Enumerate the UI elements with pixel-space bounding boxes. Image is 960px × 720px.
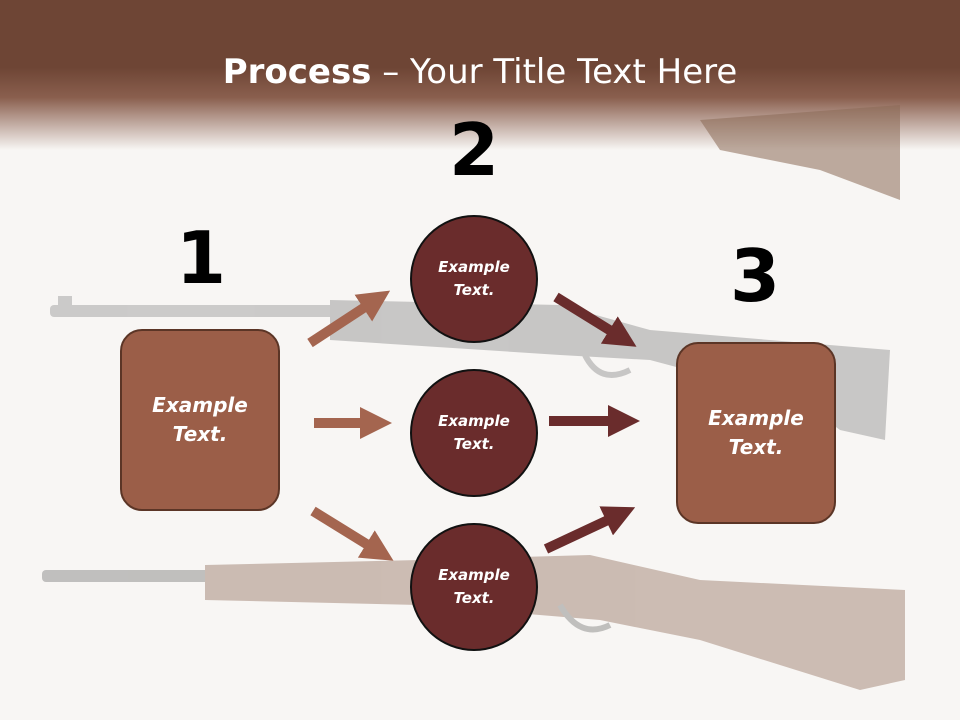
page-title: Process – Your Title Text Here [0,52,960,92]
title-bold: Process [222,52,372,92]
step-number-2: 2 [449,108,500,192]
arrow-top-to-right [553,292,637,347]
circle-mid-line2: Text. [453,435,495,453]
arrow-bottom-to-right [543,506,636,554]
box-left-line1: Example [152,393,248,417]
rifle-bottom [42,555,905,690]
step-number-1: 1 [176,216,227,300]
arrow-left-to-top [307,290,391,348]
circle-mid-line1: Example [438,412,510,430]
circle-top-line2: Text. [453,281,495,299]
box-right-line1: Example [708,406,804,430]
arrow-left-to-bottom [310,506,394,561]
box-left-line2: Text. [172,422,228,446]
circle-bottom-line2: Text. [453,589,495,607]
box-right-line2: Text. [728,435,784,459]
rifle-top-stock [700,105,900,200]
title-rest: – Your Title Text Here [371,52,738,92]
step-number-3: 3 [730,234,781,318]
circle-top-line1: Example [438,258,510,276]
circle-bottom-line1: Example [438,566,510,584]
